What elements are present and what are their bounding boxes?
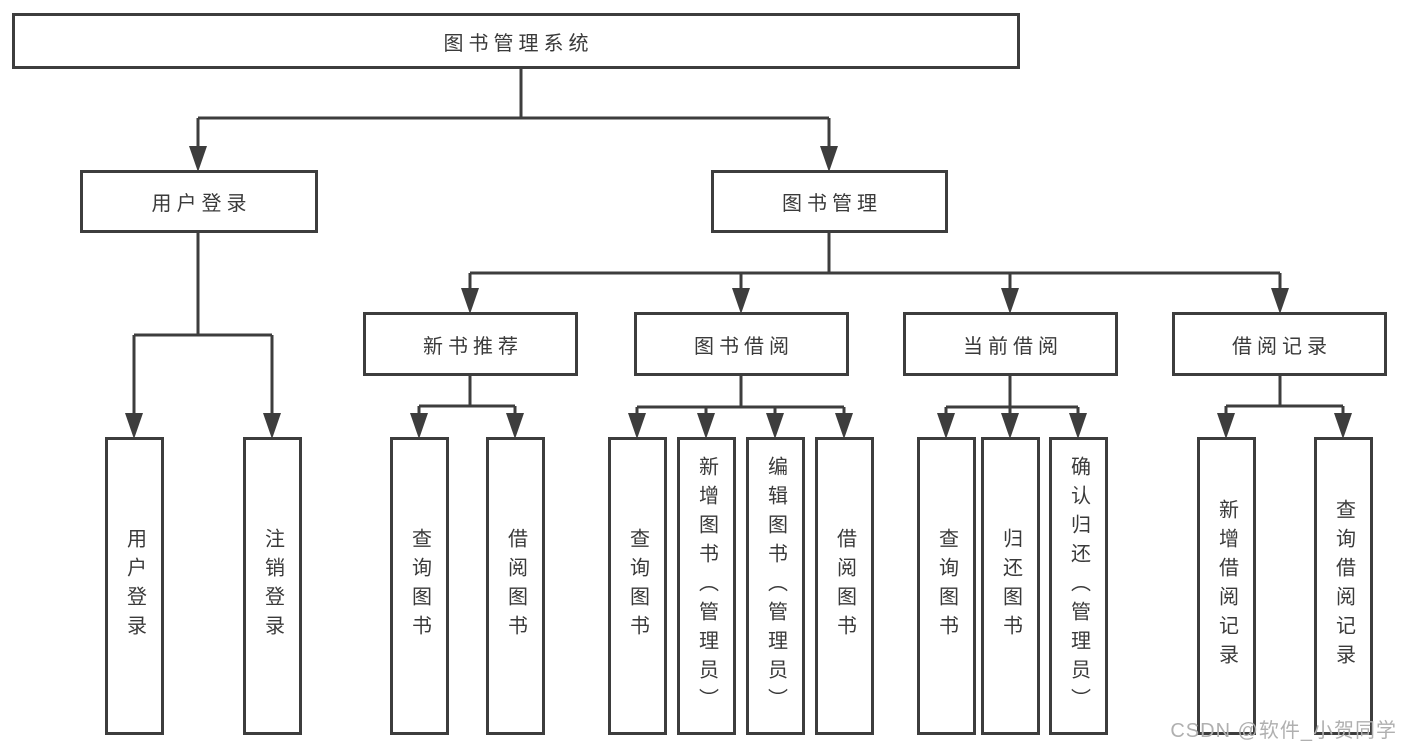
node-book-borrowing: 图书借阅 <box>634 312 849 376</box>
node-user-login-label: 用户登录 <box>151 193 252 215</box>
leaf-cb-return-books: 归还图书 <box>981 437 1040 735</box>
node-current-borrowing-label: 当前借阅 <box>963 335 1063 358</box>
watermark: CSDN @软件_小贺同学 <box>1170 720 1397 742</box>
leaf-br-add-record-label: 新增借阅记录 <box>1215 499 1238 673</box>
leaf-br-query-record: 查询借阅记录 <box>1314 437 1373 735</box>
leaf-nbr-borrow-books-label: 借阅图书 <box>504 528 527 644</box>
leaf-nbr-borrow-books: 借阅图书 <box>486 437 545 735</box>
leaf-cb-confirm-return-admin: 确认归还（管理员） <box>1049 437 1108 735</box>
leaf-br-add-record: 新增借阅记录 <box>1197 437 1256 735</box>
leaf-bb-borrow-books-label: 借阅图书 <box>833 528 856 644</box>
leaf-bb-borrow-books: 借阅图书 <box>815 437 874 735</box>
leaf-cb-return-books-label: 归还图书 <box>999 528 1022 644</box>
node-new-book-recommendation-label: 新书推荐 <box>423 335 523 358</box>
leaf-br-query-record-label: 查询借阅记录 <box>1332 499 1355 673</box>
leaf-logout-label: 注销登录 <box>261 528 284 644</box>
leaf-bb-query-books: 查询图书 <box>608 437 667 735</box>
leaf-cb-query-books-label: 查询图书 <box>935 528 958 644</box>
node-book-management: 图书管理 <box>711 170 948 233</box>
leaf-user-login: 用户登录 <box>105 437 164 735</box>
leaf-bb-edit-books-admin: 编辑图书（管理员） <box>746 437 805 735</box>
leaf-cb-query-books: 查询图书 <box>917 437 976 735</box>
node-new-book-recommendation: 新书推荐 <box>363 312 578 376</box>
leaf-nbr-query-books-label: 查询图书 <box>408 528 431 644</box>
leaf-cb-confirm-return-admin-label: 确认归还（管理员） <box>1067 455 1090 717</box>
node-root: 图书管理系统 <box>12 13 1020 69</box>
node-root-label: 图书管理系统 <box>443 32 594 55</box>
leaf-logout: 注销登录 <box>243 437 302 735</box>
node-book-borrowing-label: 图书借阅 <box>694 335 794 358</box>
leaf-bb-query-books-label: 查询图书 <box>626 528 649 644</box>
leaf-bb-add-books-admin-label: 新增图书（管理员） <box>695 455 718 717</box>
node-current-borrowing: 当前借阅 <box>903 312 1118 376</box>
leaf-user-login-label: 用户登录 <box>123 528 146 644</box>
node-borrowing-records-label: 借阅记录 <box>1232 335 1332 358</box>
leaf-bb-edit-books-admin-label: 编辑图书（管理员） <box>764 455 787 717</box>
leaf-bb-add-books-admin: 新增图书（管理员） <box>677 437 736 735</box>
node-borrowing-records: 借阅记录 <box>1172 312 1387 376</box>
node-book-management-label: 图书管理 <box>782 193 882 215</box>
node-user-login: 用户登录 <box>80 170 318 233</box>
leaf-nbr-query-books: 查询图书 <box>390 437 449 735</box>
